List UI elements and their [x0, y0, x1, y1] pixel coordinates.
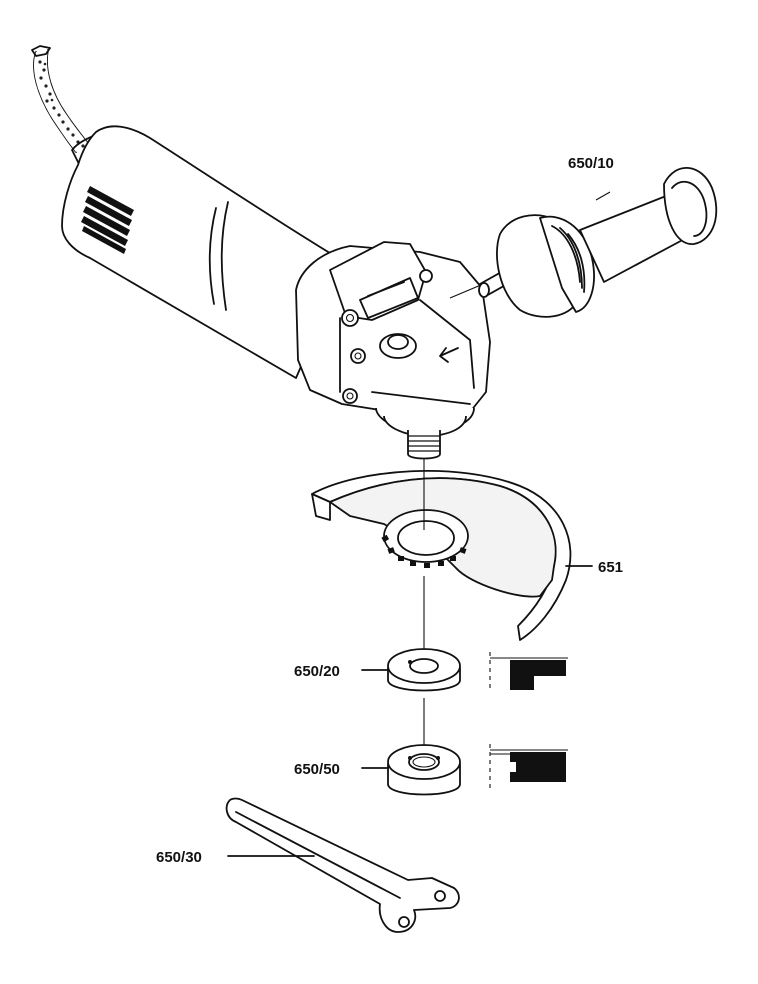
- grinder-body: [61, 125, 491, 460]
- clamp-nut: [361, 744, 568, 796]
- inner-flange-profile: [489, 652, 568, 692]
- clamp-nut-profile: [489, 744, 568, 790]
- label-clamp-nut: 650/50: [294, 761, 340, 778]
- label-guard: 651: [598, 559, 623, 576]
- label-side-handle: 650/10: [568, 155, 614, 172]
- wheel-guard: [311, 470, 593, 641]
- inner-flange: [361, 648, 568, 692]
- side-handle: [449, 166, 718, 318]
- label-inner-flange: 650/20: [294, 663, 340, 680]
- vent-slots: [81, 186, 134, 254]
- spanner-wrench: [225, 797, 460, 933]
- label-spanner: 650/30: [156, 849, 202, 866]
